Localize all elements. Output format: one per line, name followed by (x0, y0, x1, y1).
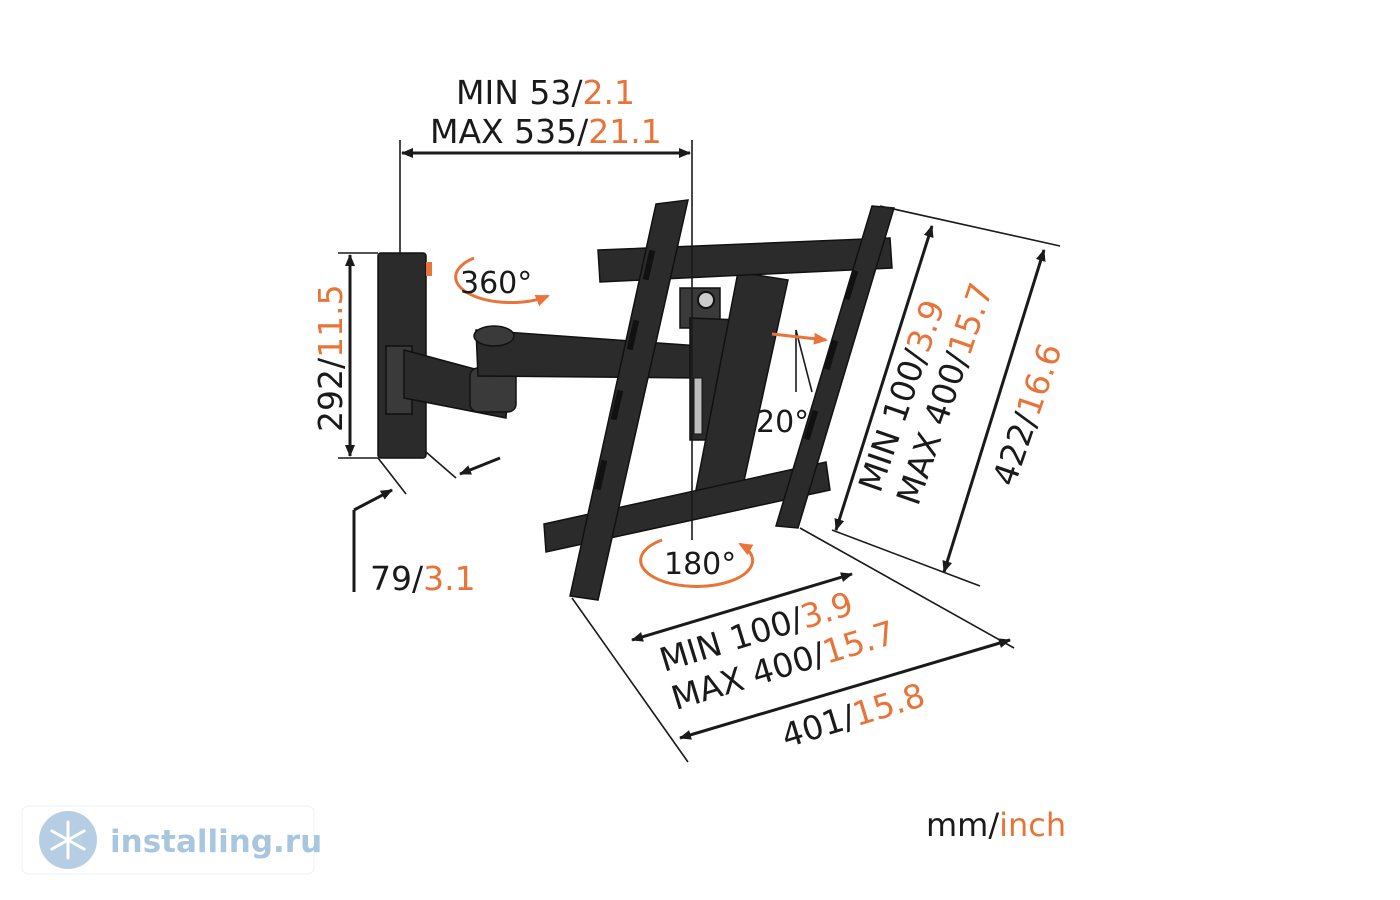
svg-text:mm/inch: mm/inch (926, 806, 1066, 844)
rotation-tilt-label: 20° (756, 405, 809, 440)
tv-wall-mount (377, 199, 895, 601)
svg-text:422/16.6: 422/16.6 (985, 338, 1070, 490)
snowflake-icon (39, 811, 97, 869)
svg-text:MIN 53/2.1: MIN 53/2.1 (456, 73, 635, 112)
rotation-swivel-label: 360° (460, 266, 532, 301)
dimension-lines (338, 140, 1061, 763)
svg-text:292/11.5: 292/11.5 (311, 284, 350, 432)
rotation-180-indicator: 180° (639, 538, 755, 588)
arm-extension-label: MIN 53/2.1 MAX 535/21.1 (430, 73, 662, 151)
left-tv-bracket (569, 199, 689, 601)
svg-text:79/3.1: 79/3.1 (370, 559, 476, 598)
frame-height-label: 422/16.6 (985, 338, 1070, 490)
rotation-turn-label: 180° (664, 547, 736, 582)
depth-label: 79/3.1 (370, 559, 476, 598)
watermark: installing.ru (21, 805, 322, 875)
svg-text:MAX 535/21.1: MAX 535/21.1 (430, 112, 662, 151)
units-legend: mm/inch (926, 806, 1066, 844)
swivel-360-indicator: 360° (454, 256, 550, 307)
tilt-20-indicator: 20° (756, 405, 809, 440)
vesa-vertical-label: MIN 100/3.9 MAX 400/15.7 (851, 278, 1001, 510)
bottom-rail (543, 461, 831, 553)
wallplate-height-label: 292/11.5 (311, 284, 350, 432)
watermark-text: installing.ru (110, 824, 322, 860)
